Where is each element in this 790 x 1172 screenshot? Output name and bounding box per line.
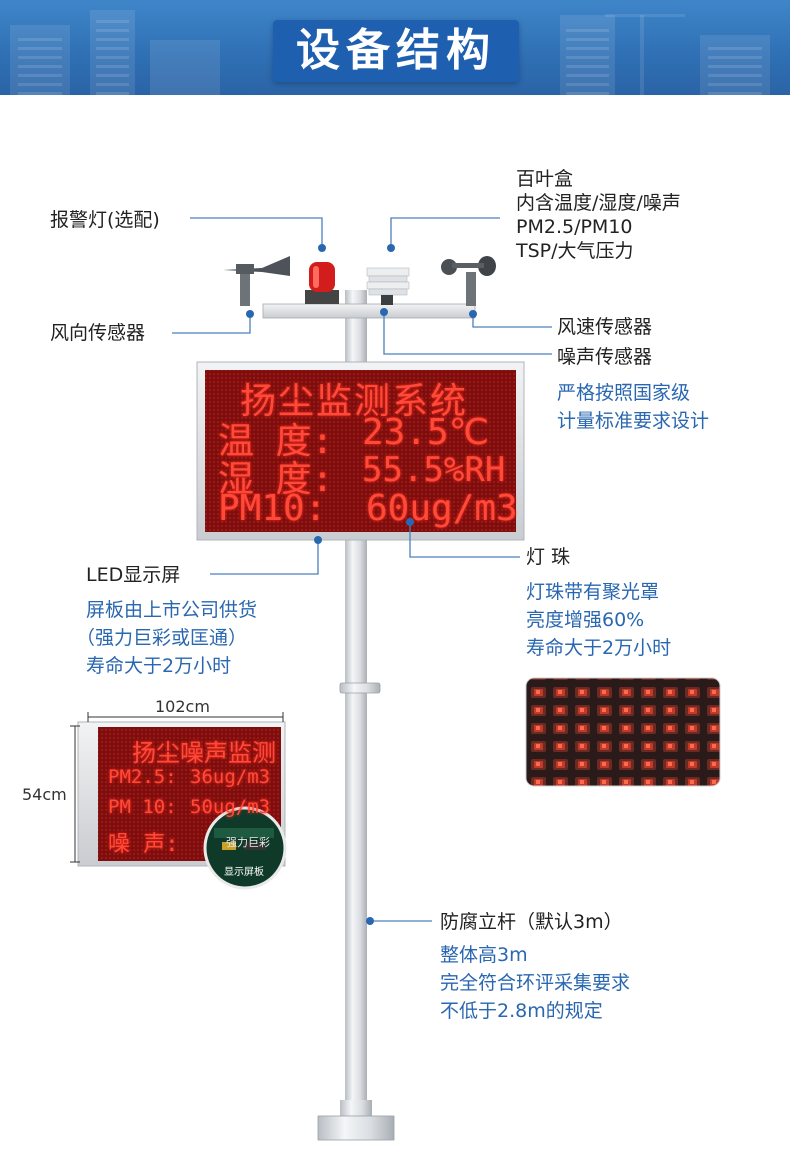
main-display-row-pm10-value: 60ug/m3 [366,488,518,529]
lamp-desc-3: 寿命大于2万小时 [526,637,672,659]
lamp-desc-2: 亮度增强60% [526,609,645,631]
pole-desc-3: 不低于2.8m的规定 [440,1000,603,1022]
lamp-desc-1: 灯珠带有聚光罩 [526,581,660,603]
led-desc-2: （强力巨彩或匡通） [76,627,248,649]
height-dimension-label: 54cm [22,785,67,804]
pole-label: 防腐立杆（默认3m） [440,911,623,933]
lamp-bead-closeup [525,677,721,787]
pole-base-flange [340,1100,372,1118]
pole-desc-1: 整体高3m [440,944,528,966]
louver-box-desc-2: PM2.5/PM10 [516,216,633,238]
noise-sensor-label: 噪声传感器 [557,346,653,368]
wind-cup-right [478,256,496,276]
wind-vane [223,256,290,276]
main-display-row-temp-value: 23.5℃ [362,412,490,453]
led-desc-1: 屏板由上市公司供货 [86,599,258,621]
main-display-row-humidity-value: 55.5%RH [362,450,506,490]
pole-base-plate [317,1115,395,1141]
wind-direction-label: 风向传感器 [50,322,146,344]
small-display-row-noise-label: 噪 声: [108,832,179,857]
width-dimension-label: 102cm [155,697,210,716]
wind-speed-label: 风速传感器 [557,316,653,338]
main-display-row-temp-label: 温 度: [218,421,334,462]
cross-arm [262,303,476,319]
louver-box-label: 百叶盒 [516,168,574,190]
small-display-row-pm25-label: PM2.5: [108,766,177,788]
page-title: 设备结构 [296,25,496,76]
wind-speed-mast [466,272,476,306]
header-banner [0,0,790,95]
noise-desc-1: 严格按照国家级 [557,382,691,404]
board-print-text: 强力巨彩 [226,836,270,849]
main-display-row-humidity-label: 湿 度: [218,459,334,500]
board-label: 显示屏板 [222,863,266,878]
callout-lines [172,217,552,922]
main-display-title: 扬尘监测系统 [240,381,469,422]
callout-dots [246,244,477,925]
main-display-row-pm10-label: PM10: [218,488,327,529]
small-display-row-pm10-value: 50ug/m3 [190,796,271,818]
pole-clamp [339,682,381,694]
louver-box-desc-3: TSP/大气压力 [516,240,634,262]
header-title-box [273,20,519,82]
alarm-light-label: 报警灯(选配) [50,209,160,231]
pole-desc-2: 完全符合环评采集要求 [440,972,631,994]
lamp-bead-label: 灯 珠 [526,546,571,568]
wind-direction-mast [240,272,250,306]
louver-box [366,267,410,305]
alarm-light-dome [309,262,335,292]
small-display-title: 扬尘噪声监测 [132,739,276,767]
led-screen-label: LED显示屏 [86,564,181,586]
led-desc-3: 寿命大于2万小时 [86,655,232,677]
small-display-row-pm10-label: PM 10: [108,796,177,818]
small-display-row-pm25-value: 36ug/m3 [190,766,271,788]
main-display-panel [205,370,516,532]
noise-desc-2: 计量标准要求设计 [557,410,710,432]
louver-box-desc-1: 内含温度/湿度/噪声 [516,192,681,214]
